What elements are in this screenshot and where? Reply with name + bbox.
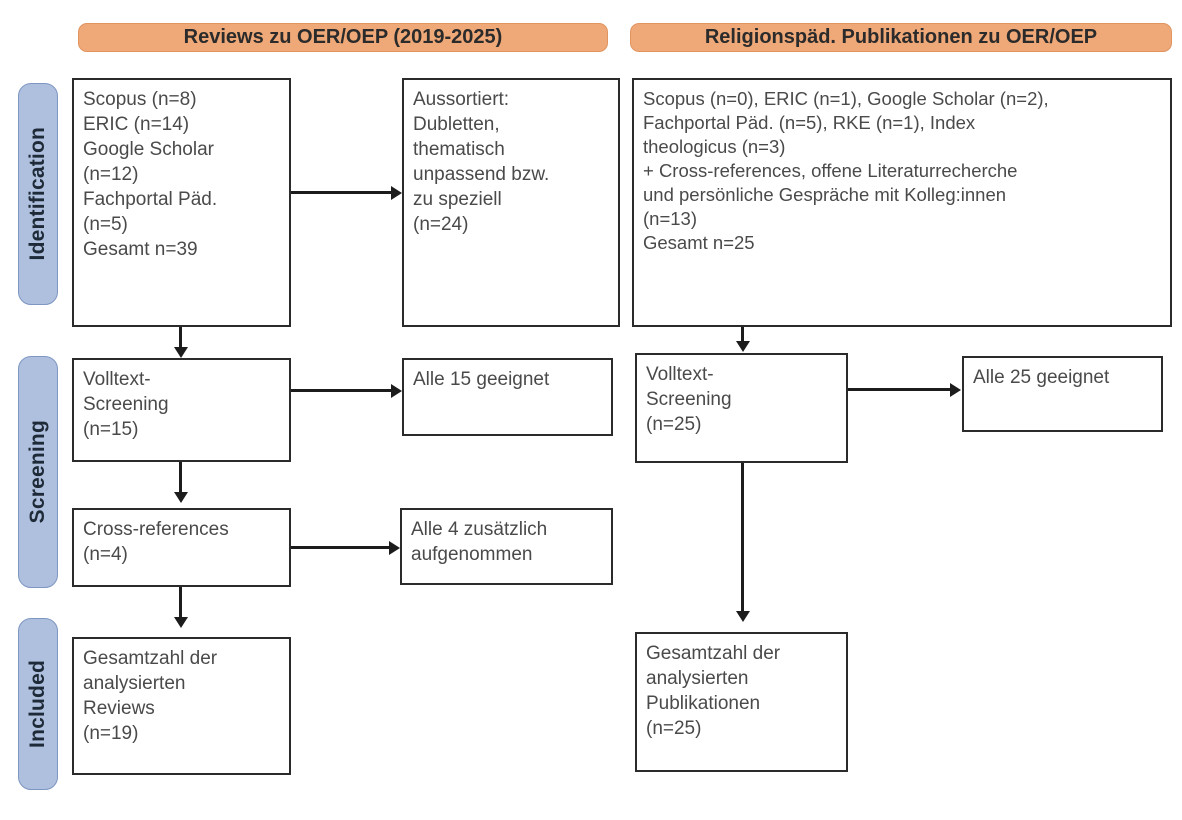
stage-label-screening: Screening xyxy=(18,356,58,588)
box-right-included-total: Gesamtzahl der analysierten Publikatione… xyxy=(635,632,848,772)
connector-left-screening-to-crossrefs xyxy=(179,462,182,494)
box-left-all-suitable: Alle 15 geeignet xyxy=(402,358,613,436)
arrowhead-right-sources-to-screening xyxy=(735,341,750,352)
column-header-publications: Religionspäd. Publikationen zu OER/OEP xyxy=(630,23,1172,52)
stage-label-identification: Identification xyxy=(18,83,58,305)
box-right-all-suitable: Alle 25 geeignet xyxy=(962,356,1163,432)
connector-left-sources-to-excluded xyxy=(291,191,391,194)
connector-right-screening-to-included xyxy=(741,463,744,613)
connector-left-sources-to-screening xyxy=(179,327,182,349)
box-left-all-added: Alle 4 zusätzlich aufgenommen xyxy=(400,508,613,585)
arrowhead-left-screening-to-suitable xyxy=(391,383,402,398)
arrowhead-left-sources-to-screening xyxy=(173,347,188,358)
box-left-cross-references: Cross-references (n=4) xyxy=(72,508,291,587)
stage-label-included: Included xyxy=(18,618,58,790)
arrowhead-left-crossrefs-to-included xyxy=(173,617,188,628)
arrowhead-right-screening-to-suitable xyxy=(950,382,961,397)
connector-left-crossrefs-to-added xyxy=(291,546,389,549)
connector-left-screening-to-suitable xyxy=(291,389,391,392)
arrowhead-left-crossrefs-to-added xyxy=(389,540,400,555)
arrowhead-right-screening-to-included xyxy=(735,611,750,622)
connector-right-screening-to-suitable xyxy=(848,388,950,391)
arrowhead-left-sources-to-excluded xyxy=(391,185,402,200)
stage-label-included-text: Included xyxy=(26,660,49,748)
connector-right-sources-to-screening xyxy=(741,327,744,343)
box-left-included-total: Gesamtzahl der analysierten Reviews (n=1… xyxy=(72,637,291,775)
stage-label-identification-text: Identification xyxy=(26,127,49,261)
column-header-reviews: Reviews zu OER/OEP (2019-2025) xyxy=(78,23,608,52)
stage-label-screening-text: Screening xyxy=(26,420,49,524)
box-right-identification-sources: Scopus (n=0), ERIC (n=1), Google Scholar… xyxy=(632,78,1172,327)
box-left-fulltext-screening: Volltext- Screening (n=15) xyxy=(72,358,291,462)
box-left-identification-sources: Scopus (n=8) ERIC (n=14) Google Scholar … xyxy=(72,78,291,327)
box-right-fulltext-screening: Volltext- Screening (n=25) xyxy=(635,353,848,463)
box-left-excluded: Aussortiert: Dubletten, thematisch unpas… xyxy=(402,78,620,327)
connector-left-crossrefs-to-included xyxy=(179,587,182,619)
arrowhead-left-screening-to-crossrefs xyxy=(173,492,188,503)
